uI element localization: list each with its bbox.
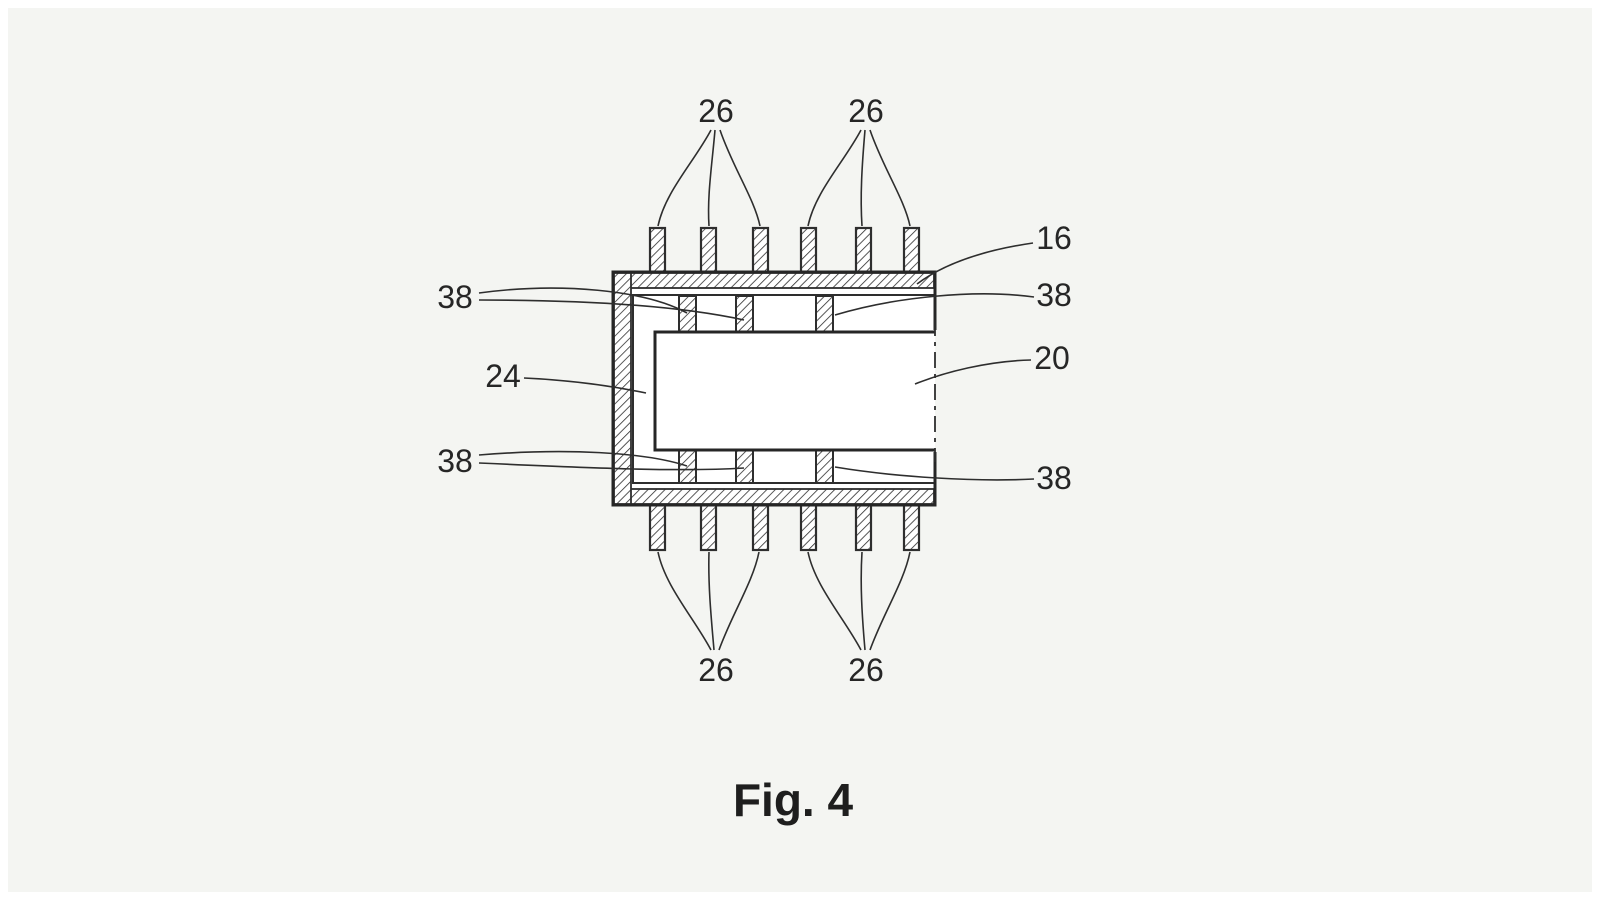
label-38-bottom-right: 38 <box>1036 460 1072 496</box>
pin <box>902 226 921 275</box>
leader-line <box>478 462 745 471</box>
solder-joint <box>815 295 834 333</box>
leader-line <box>657 129 712 227</box>
leader-line <box>707 129 716 227</box>
solder-joint <box>678 449 697 484</box>
pin <box>751 502 770 552</box>
pin <box>854 502 873 552</box>
pin <box>648 502 667 552</box>
pin <box>799 226 818 275</box>
label-20: 20 <box>1034 340 1070 376</box>
leader-line <box>869 551 911 651</box>
label-24: 24 <box>485 358 521 394</box>
leader-line <box>719 129 761 227</box>
leader-line <box>523 377 647 394</box>
pin <box>751 226 770 275</box>
pin <box>699 502 718 552</box>
top-pins <box>648 226 921 275</box>
bottom-wall <box>613 488 935 505</box>
label-38-top-right: 38 <box>1036 277 1072 313</box>
leader-line <box>478 287 688 314</box>
solder-joints-top <box>678 295 834 333</box>
pin <box>854 226 873 275</box>
bottom-pins <box>648 502 921 552</box>
leader-line <box>478 299 745 321</box>
label-26-top-left: 26 <box>698 93 734 129</box>
solder-joint <box>678 295 697 333</box>
reference-labels: 26 26 16 38 38 24 20 38 38 26 26 <box>437 93 1072 688</box>
pin <box>699 226 718 275</box>
solder-joint <box>815 449 834 484</box>
die-outline <box>653 330 935 452</box>
solder-joints-bottom <box>678 449 834 484</box>
leader-line <box>807 129 862 227</box>
leader-line <box>914 359 1032 385</box>
pin <box>648 226 667 275</box>
leader-line <box>478 450 688 467</box>
housing-outline <box>611 270 937 507</box>
label-26-bottom-left: 26 <box>698 652 734 688</box>
solder-joint <box>735 295 754 333</box>
leader-line <box>834 293 1035 316</box>
top-wall <box>613 272 935 289</box>
housing-inner-lining <box>632 294 935 484</box>
pin <box>799 502 818 552</box>
label-38-top-left: 38 <box>437 279 473 315</box>
figure-caption: Fig. 4 <box>733 774 854 826</box>
leader-line <box>834 466 1035 481</box>
pin <box>902 502 921 552</box>
label-26-top-right: 26 <box>848 93 884 129</box>
leader-line <box>657 551 712 651</box>
solder-joint <box>735 449 754 484</box>
leader-line <box>718 551 760 651</box>
leader-line <box>807 551 862 651</box>
leader-line <box>860 551 866 651</box>
label-16: 16 <box>1036 220 1072 256</box>
leader-lines <box>478 129 1035 651</box>
leader-line <box>708 551 715 651</box>
leader-line <box>869 129 911 227</box>
leader-line <box>860 129 866 227</box>
leader-line <box>916 242 1034 285</box>
label-38-bottom-left: 38 <box>437 443 473 479</box>
label-26-bottom-right: 26 <box>848 652 884 688</box>
